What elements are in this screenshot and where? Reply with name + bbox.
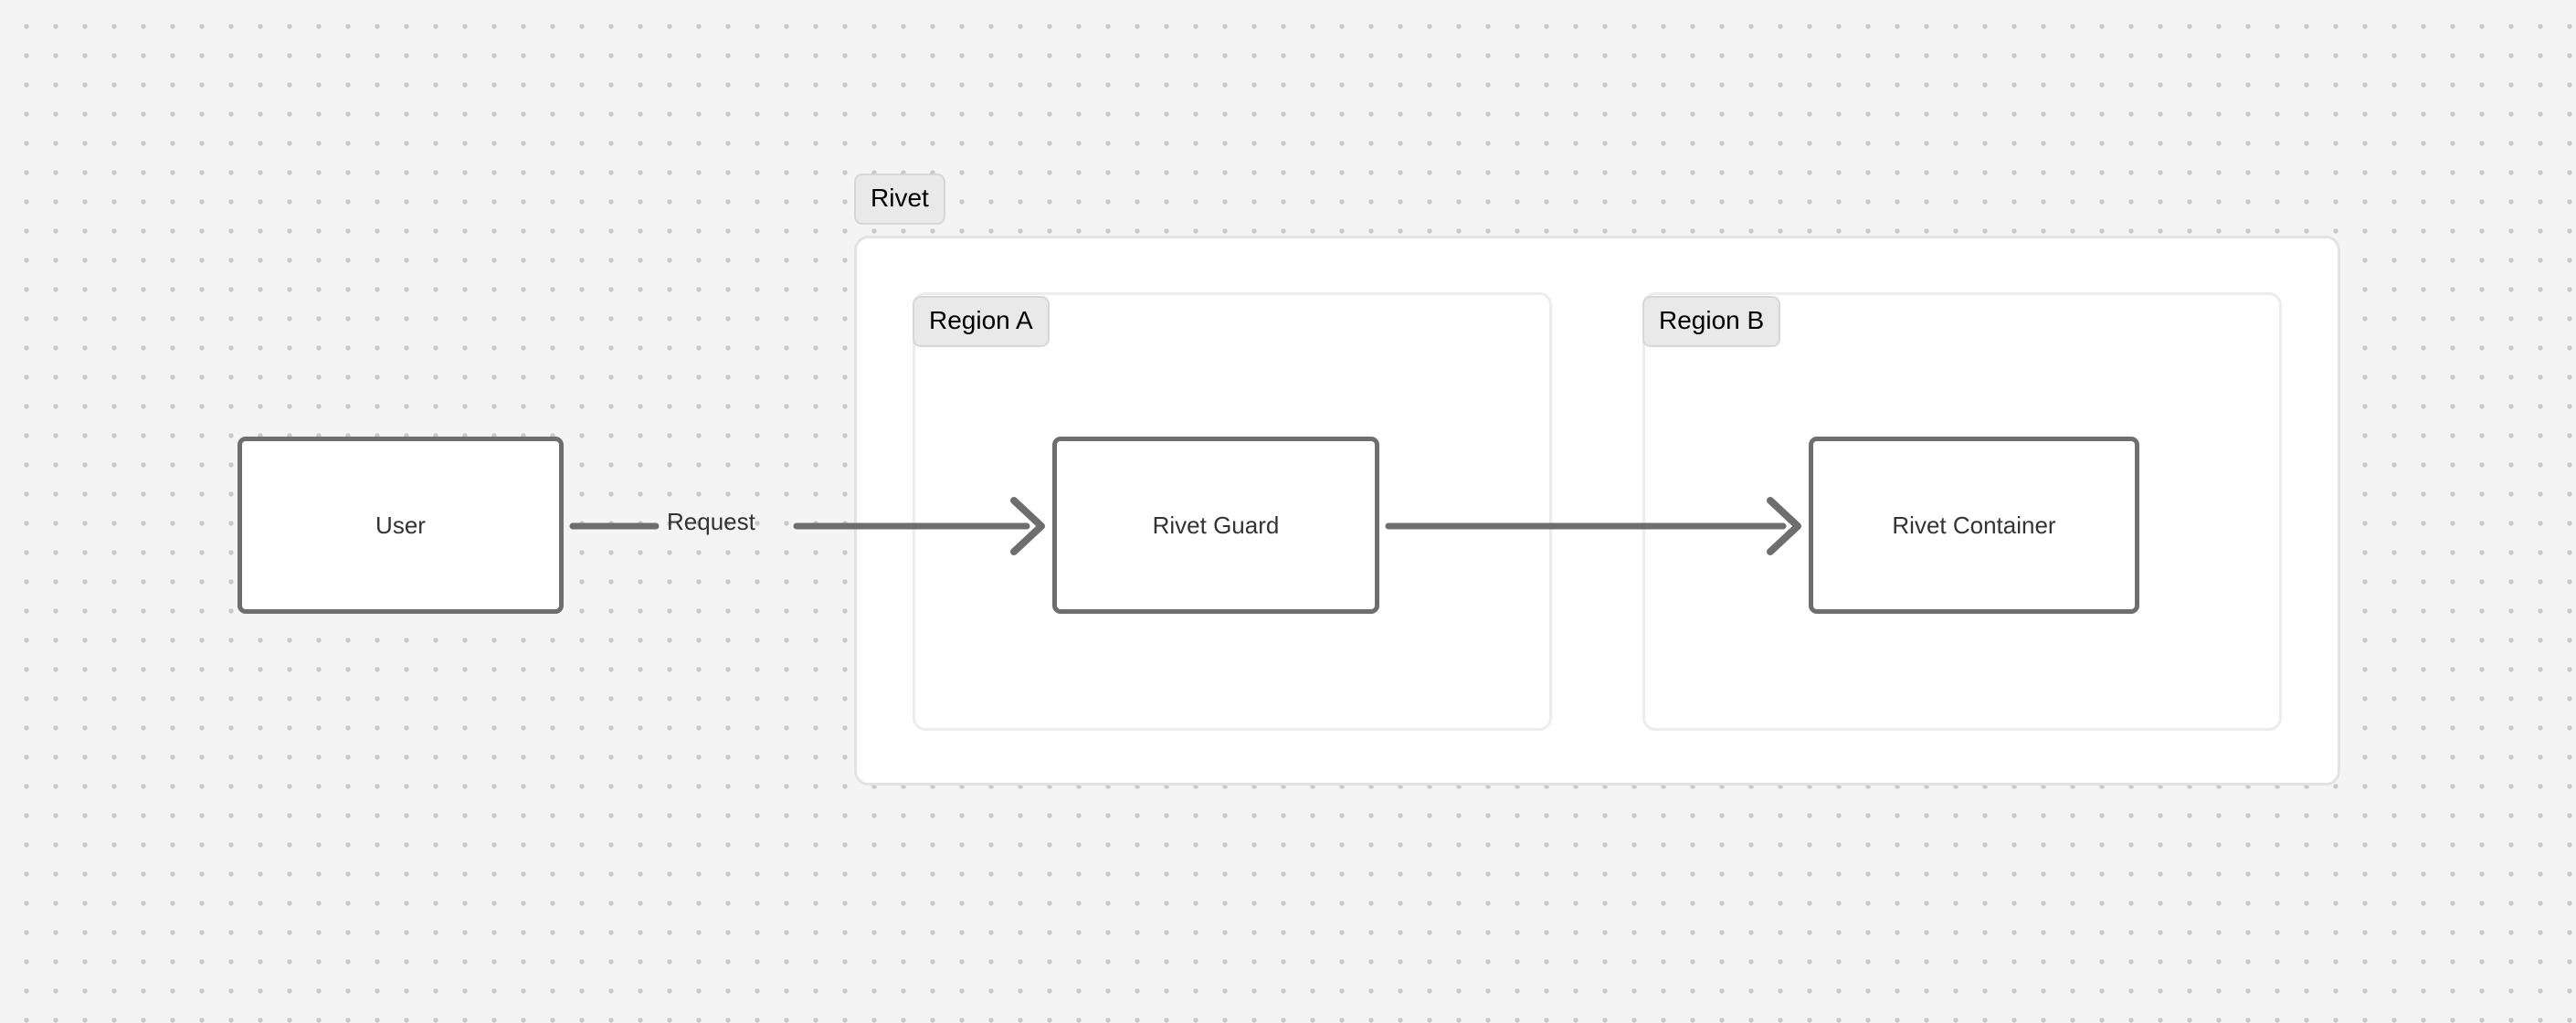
node-user[interactable]: User [238,437,564,614]
node-label: User [375,511,426,539]
cluster-label-rivet[interactable]: Rivet [854,174,945,225]
node-label: Rivet Guard [1152,511,1280,539]
node-label: Rivet Container [1892,511,2056,539]
node-rivet-container[interactable]: Rivet Container [1809,437,2139,614]
cluster-label-region-a[interactable]: Region A [913,296,1050,347]
edge-label-request: Request [667,508,755,535]
node-rivet-guard[interactable]: Rivet Guard [1052,437,1379,614]
cluster-label-region-b[interactable]: Region B [1642,296,1781,347]
